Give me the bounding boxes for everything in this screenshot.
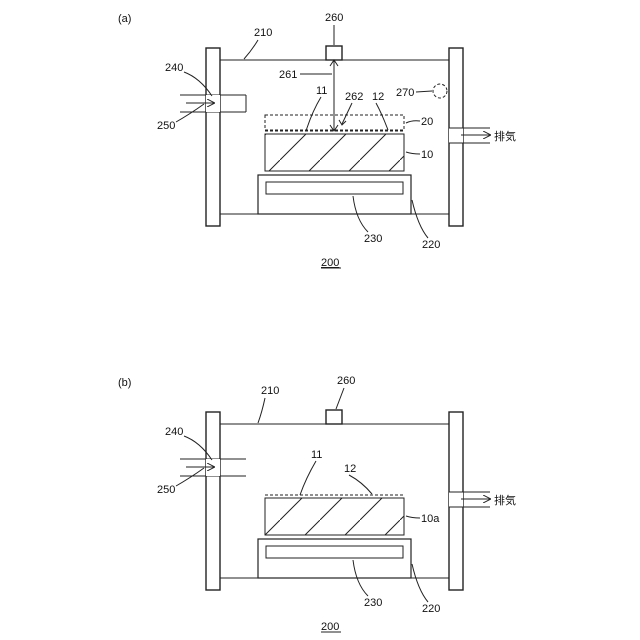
ref-261: 261 [279, 69, 297, 81]
panel-a-label: (a) [118, 13, 131, 25]
sensor-260-b [326, 410, 342, 424]
ref-10a: 10a [421, 513, 440, 525]
leader-260-b [336, 388, 344, 409]
leader-250 [176, 104, 204, 122]
ref-250-b: 250 [157, 484, 175, 496]
leader-10 [406, 152, 420, 154]
leader-12-b [349, 475, 372, 494]
ref-20: 20 [421, 116, 433, 128]
leader-210 [244, 40, 258, 59]
ref-240: 240 [165, 62, 183, 74]
ref-12: 12 [372, 91, 384, 103]
exhaust-label-b: 排気 [494, 493, 516, 507]
ref-11-b: 11 [311, 449, 322, 461]
ref-270: 270 [396, 87, 414, 99]
leader-20 [406, 121, 420, 123]
substrate-10 [265, 134, 404, 171]
ref-260-b: 260 [337, 375, 355, 387]
chamber-left-wall-b [206, 412, 220, 590]
ref-230-b: 230 [364, 597, 382, 609]
sensor-270 [433, 84, 447, 98]
heater-230 [266, 182, 403, 194]
ref-11: 11 [316, 85, 327, 97]
sensor-260 [326, 46, 342, 60]
leader-250-b [176, 468, 204, 486]
ref-262: 262 [345, 91, 363, 103]
figure-number-b: 200 [321, 621, 339, 633]
substrate-10a [265, 498, 404, 535]
ref-10: 10 [421, 149, 433, 161]
chamber-left-wall [206, 48, 220, 226]
ref-12-b: 12 [344, 463, 356, 475]
ref-230: 230 [364, 233, 382, 245]
ref-220: 220 [422, 239, 440, 251]
ref-210: 210 [254, 27, 272, 39]
heater-230-b [266, 546, 403, 558]
panel-a: (a) 排気 260 210 240 250 [118, 12, 516, 269]
leader-220-b [412, 564, 428, 602]
ref-240-b: 240 [165, 426, 183, 438]
leader-11 [306, 97, 321, 131]
leader-262 [342, 103, 352, 124]
ref-260: 260 [325, 12, 343, 24]
leader-220 [412, 200, 428, 238]
ref-220-b: 220 [422, 603, 440, 615]
leader-210-b [258, 398, 265, 423]
leader-10a [406, 516, 420, 518]
panel-b: (b) 排気 260 210 240 250 11 [118, 375, 516, 633]
figure-number-a: 200 [321, 257, 339, 269]
leader-270 [416, 91, 432, 92]
ref-250: 250 [157, 120, 175, 132]
panel-b-label: (b) [118, 377, 131, 389]
ref-210-b: 210 [261, 385, 279, 397]
exhaust-label: 排気 [494, 129, 516, 143]
leader-12 [376, 103, 388, 130]
leader-11-b [300, 461, 316, 495]
